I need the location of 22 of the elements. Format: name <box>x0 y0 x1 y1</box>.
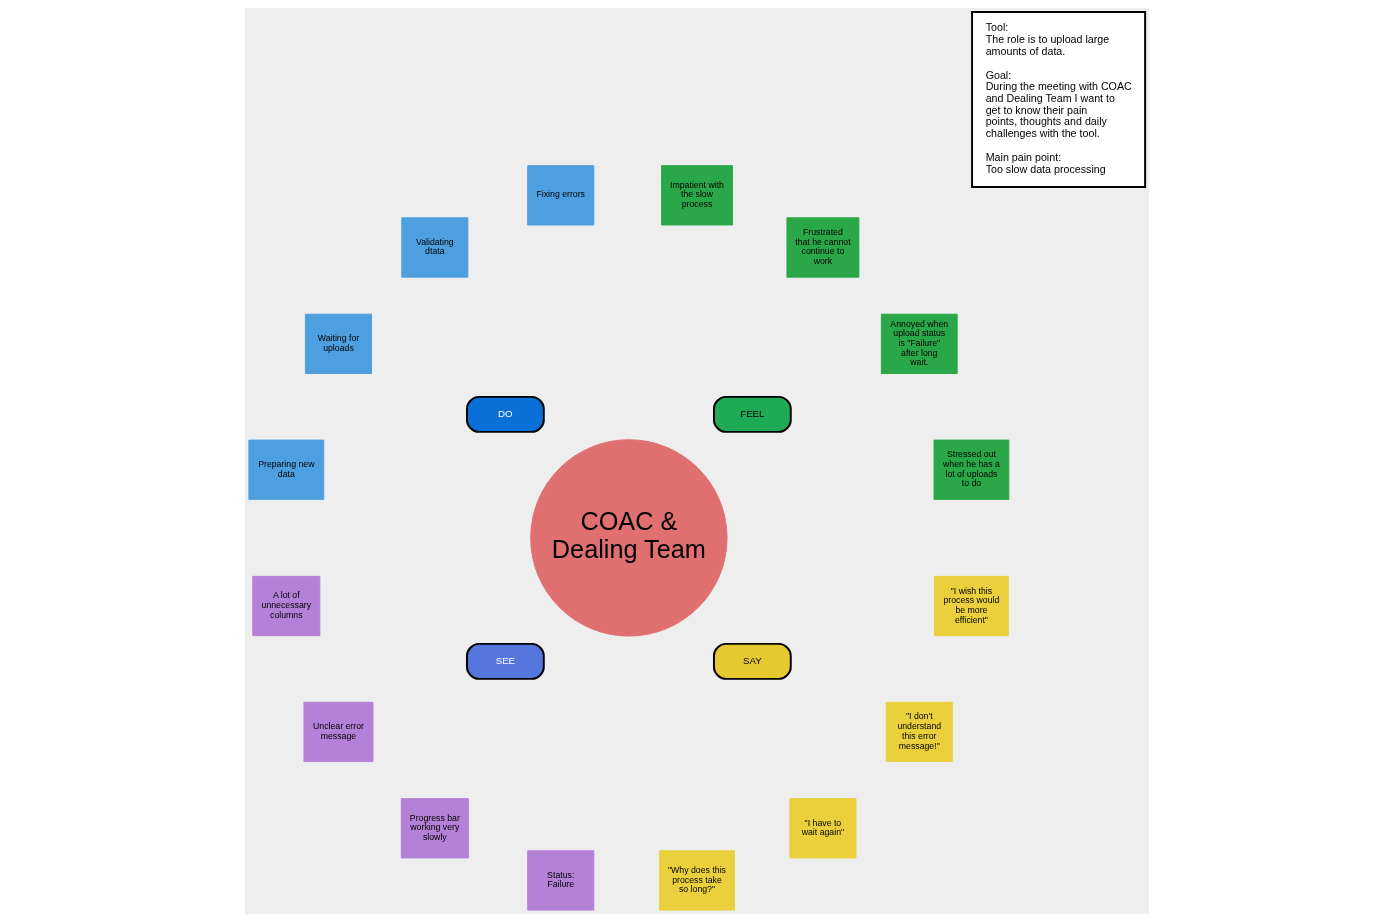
node-circle: COAC & Dealing Team <box>530 439 728 637</box>
node-box: FEEL <box>713 395 792 433</box>
node-box: Progress bar working very slowly <box>400 798 469 859</box>
node-box: "I don't understand this error message!" <box>885 701 953 763</box>
node-box: DO <box>466 395 545 433</box>
node-box: Waiting for uploads <box>304 313 372 374</box>
node-box: Tool: The role is to upload large amounts of data. Goal: During the meeting with COAC and Dealing Team I want to get to know their pain points, thoughts and daily challenges with the tool. Main pain point: Too slow data processing <box>971 10 1147 188</box>
node-box: Unclear error message <box>303 701 374 763</box>
node-box: Stressed out when he has a lot of uploads to do <box>933 439 1010 500</box>
node-box: "I have to wait again" <box>789 798 857 859</box>
node-box: Fixing errors <box>527 165 595 226</box>
node-box: "Why does this process take so long?" <box>659 850 735 911</box>
node-box: "I wish this process would be more efficient" <box>934 575 1009 637</box>
node-box: Preparing new data <box>248 439 325 500</box>
node-box: Annoyed when upload status is "Failure" after long wait. <box>880 313 958 374</box>
node-box: Frustrated that he cannot continue to work <box>786 217 860 278</box>
node-box: Impatient with the slow process <box>661 165 733 226</box>
node-box: Status: Failure <box>527 850 595 911</box>
node-box: SAY <box>713 642 792 680</box>
node-box: Validating dtata <box>401 217 469 278</box>
node-box: SEE <box>466 642 545 680</box>
node-box: A lot of unnecessary columns <box>252 575 321 637</box>
